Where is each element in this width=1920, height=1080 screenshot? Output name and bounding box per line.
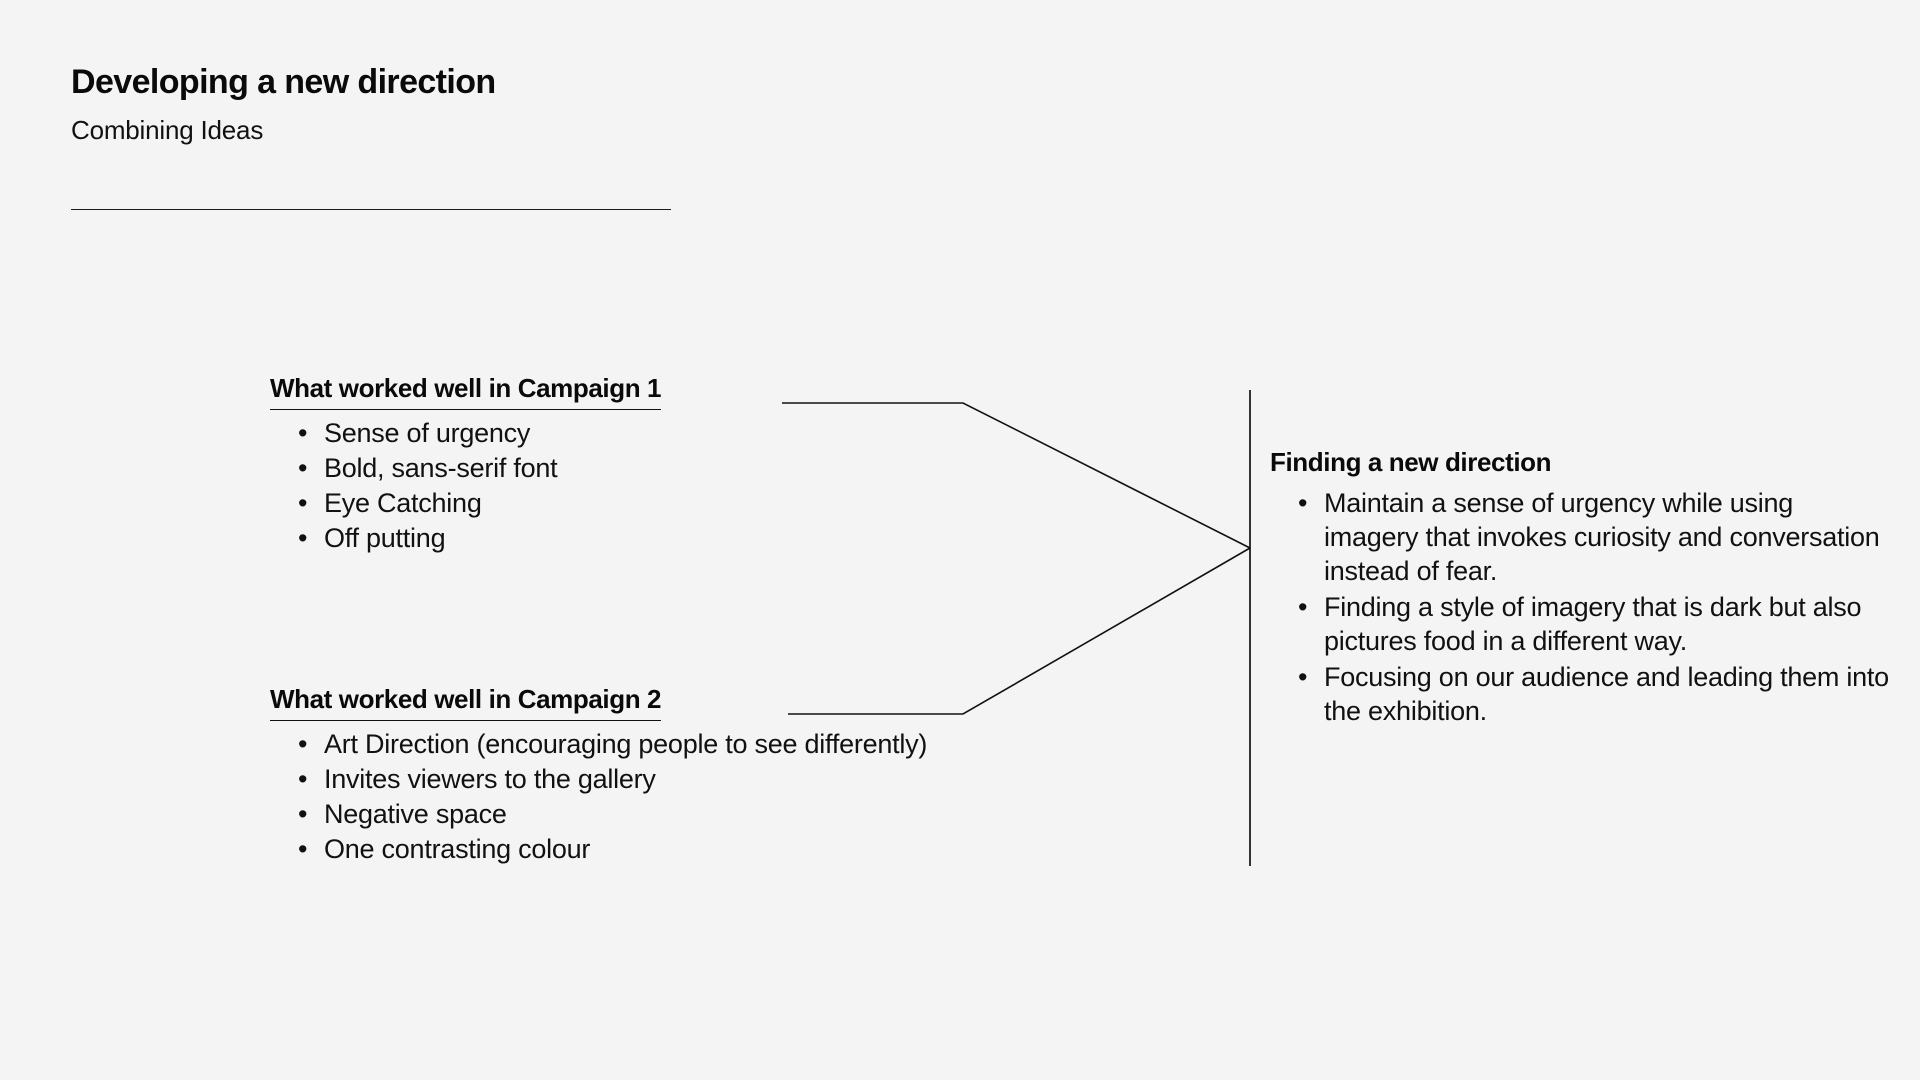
campaign-2-block: What worked well in Campaign 2 • Art Dir… (270, 684, 970, 867)
list-item: • Focusing on our audience and leading t… (1270, 660, 1890, 728)
list-item: • Invites viewers to the gallery (270, 762, 944, 796)
list-item-label: Focusing on our audience and leading the… (1324, 661, 1889, 726)
list-item: • Art Direction (encouraging people to s… (270, 727, 944, 761)
bullet-icon: • (298, 522, 308, 553)
new-direction-heading: Finding a new direction (1270, 447, 1552, 477)
page-subtitle: Combining Ideas (71, 115, 264, 146)
list-item-label: One contrasting colour (324, 833, 591, 864)
bullet-icon: • (1298, 591, 1308, 622)
list-item-label: Bold, sans-serif font (324, 452, 558, 483)
list-item: • Bold, sans-serif font (270, 451, 970, 485)
campaign-1-block: What worked well in Campaign 1 • Sense o… (270, 373, 970, 556)
list-item: • Eye Catching (270, 486, 970, 520)
list-item-label: Eye Catching (324, 487, 482, 518)
list-item-label: Maintain a sense of urgency while using … (1324, 487, 1880, 586)
campaign-1-bullet-list: • Sense of urgency • Bold, sans-serif fo… (270, 416, 970, 555)
list-item: • One contrasting colour (270, 832, 944, 866)
bullet-icon: • (298, 763, 308, 794)
bullet-icon: • (298, 417, 308, 448)
bullet-icon: • (1298, 661, 1308, 692)
header-divider (71, 209, 671, 210)
list-item-label: Art Direction (encouraging people to see… (324, 728, 928, 759)
new-direction-block: Finding a new direction • Maintain a sen… (1270, 447, 1890, 730)
bullet-icon: • (298, 452, 308, 483)
list-item-label: Off putting (324, 522, 446, 553)
list-item: • Negative space (270, 797, 944, 831)
bullet-icon: • (298, 487, 308, 518)
list-item-label: Finding a style of imagery that is dark … (1324, 591, 1862, 656)
list-item: • Maintain a sense of urgency while usin… (1270, 486, 1890, 588)
new-direction-bullet-list: • Maintain a sense of urgency while usin… (1270, 486, 1890, 728)
list-item: • Finding a style of imagery that is dar… (1270, 590, 1890, 658)
bullet-icon: • (1298, 487, 1308, 518)
campaign-1-heading: What worked well in Campaign 1 (270, 373, 661, 410)
list-item-label: Negative space (324, 798, 507, 829)
page-title: Developing a new direction (71, 63, 496, 101)
bullet-icon: • (298, 798, 308, 829)
campaign-2-bullet-list: • Art Direction (encouraging people to s… (270, 727, 970, 866)
list-item-label: Invites viewers to the gallery (324, 763, 656, 794)
list-item-label: Sense of urgency (324, 417, 531, 448)
slide-header: Developing a new direction Combining Ide… (71, 63, 971, 147)
bullet-icon: • (298, 833, 308, 864)
list-item: • Off putting (270, 521, 970, 555)
campaign-2-heading: What worked well in Campaign 2 (270, 684, 661, 721)
bullet-icon: • (298, 728, 308, 759)
list-item: • Sense of urgency (270, 416, 970, 450)
